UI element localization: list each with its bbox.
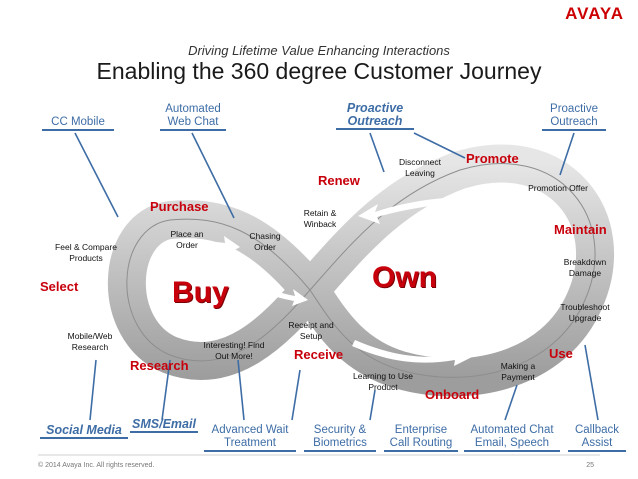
step-making-payment: Making a Payment: [500, 361, 536, 382]
copyright-text: © 2014 Avaya Inc. All rights reserved.: [38, 462, 155, 469]
step-disconnect-leaving: Disconnect Leaving: [398, 157, 442, 178]
stage-maintain: Maintain: [554, 222, 607, 237]
connector-lines: [74, 132, 599, 421]
stage-onboard: Onboard: [425, 387, 480, 402]
advanced-wait-box: Advanced Wait Treatment: [204, 424, 296, 452]
automated-chat-box: Automated Chat Email, Speech: [464, 424, 560, 452]
stage-receive: Receive: [294, 347, 344, 362]
own-label: Own: [372, 261, 437, 294]
stage-use: Use: [549, 346, 573, 361]
step-learning: Learning to Use Product: [352, 371, 413, 392]
stage-purchase: Purchase: [150, 199, 209, 214]
flow-arrows: [165, 198, 546, 366]
step-breakdown-damage: Breakdown Damage: [563, 257, 607, 278]
callback-assist-box: Callback Assist: [568, 424, 626, 452]
automated-web-chat-box: Automated Web Chat: [160, 103, 226, 131]
buy-label: Buy: [172, 276, 229, 309]
security-biometrics-box: Security & Biometrics: [304, 424, 376, 452]
avaya-logo: AVAYA: [565, 4, 624, 23]
stage-renew: Renew: [318, 173, 360, 188]
step-chasing-order: Chasing Order: [249, 231, 281, 252]
step-receipt-setup: Receipt and Setup: [288, 320, 334, 341]
proactive-outreach-box: Proactive Outreach: [542, 103, 606, 131]
step-mobile-web-research: Mobile/Web Research: [67, 331, 113, 352]
sms-email-box: SMS/Email: [130, 418, 198, 433]
step-place-order: Place an Order: [170, 229, 204, 250]
step-promotion-offer: Promotion Offer: [528, 183, 588, 193]
social-media-box: Social Media: [40, 424, 128, 439]
stage-research: Research: [130, 358, 189, 373]
cc-mobile-box: CC Mobile: [42, 116, 114, 131]
enterprise-routing-box: Enterprise Call Routing: [384, 424, 458, 452]
page-title: Enabling the 360 degree Customer Journey: [96, 58, 542, 84]
step-interesting: Interesting! Find Out More!: [203, 340, 265, 361]
page-subtitle: Driving Lifetime Value Enhancing Interac…: [188, 43, 450, 58]
proactive-outreach-bold-box: Proactive Outreach: [336, 102, 414, 130]
step-troubleshoot-upgrade: Troubleshoot Upgrade: [560, 302, 610, 323]
page-number: 25: [586, 462, 594, 469]
stage-promote: Promote: [466, 151, 519, 166]
step-retain-winback: Retain & Winback: [303, 208, 337, 229]
step-feel-compare: Feel & Compare Products: [55, 242, 117, 263]
stage-select: Select: [40, 279, 79, 294]
